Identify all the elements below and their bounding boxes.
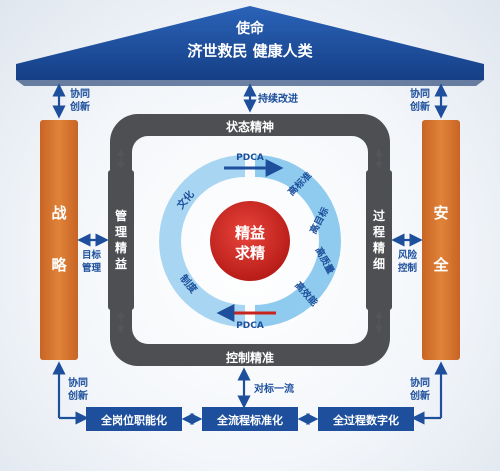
frame-left-char-4: 益 <box>115 256 127 271</box>
core-line-2: 求精 <box>235 244 265 262</box>
frame-bottom-label: 控制精准 <box>226 350 274 365</box>
roof-shape <box>16 6 484 80</box>
top-right-label-2: 创新 <box>409 100 430 113</box>
frame-left-char-3: 精 <box>115 240 127 255</box>
roof-subtitle: 济世救民 健康人类 <box>187 42 313 60</box>
right-pillar <box>422 120 460 360</box>
pdca-top-label: PDCA <box>236 153 264 163</box>
top-right-label-1: 协同 <box>410 87 430 100</box>
bottom-left-label-2: 创新 <box>67 389 88 402</box>
frame-left-block <box>108 170 134 310</box>
frame-right-char-4: 细 <box>373 256 385 271</box>
bottom-right-label-2: 创新 <box>409 389 430 402</box>
base-box-2 <box>202 407 298 431</box>
base-box-1 <box>86 407 182 431</box>
left-pillar-char-1: 战 <box>51 204 66 222</box>
left-pillar <box>40 120 78 360</box>
frame-left-char-1: 管 <box>115 208 127 223</box>
top-left-label-1: 协同 <box>70 87 90 100</box>
frame-right-char-2: 程 <box>373 224 385 239</box>
roof-title: 使命 <box>235 20 265 37</box>
base-box-3 <box>318 407 414 431</box>
left-pillar-char-2: 略 <box>51 256 67 274</box>
bottom-left-label-1: 协同 <box>68 376 88 389</box>
mid-left-label-1: 目标 <box>82 249 102 261</box>
frame-right-char-3: 精 <box>373 240 385 255</box>
right-pillar-char-2: 全 <box>432 256 449 274</box>
base-box-2-label: 全流程标准化 <box>216 413 283 427</box>
mid-right-label-2: 控制 <box>398 262 418 274</box>
frame-top-label: 状态精神 <box>226 119 274 134</box>
frame-left-char-2: 理 <box>115 225 127 239</box>
bottom-center-label: 对标一流 <box>254 382 294 395</box>
bottom-right-label-1: 协同 <box>410 376 430 389</box>
frame-right-char-1: 过 <box>373 208 385 223</box>
top-center-label: 持续改进 <box>258 92 298 105</box>
mid-right-label-1: 风险 <box>398 249 418 261</box>
top-left-label-2: 创新 <box>69 100 90 113</box>
base-box-3-label: 全过程数字化 <box>332 413 399 427</box>
core-circle <box>210 201 290 281</box>
frame-ring <box>110 114 390 366</box>
cycle-right-arc <box>255 155 341 327</box>
frame-right-block <box>366 170 392 310</box>
pdca-bottom-label: PDCA <box>236 321 264 331</box>
core-line-1: 精益 <box>235 224 265 242</box>
right-pillar-char-1: 安 <box>433 204 448 222</box>
mid-left-label-2: 管理 <box>82 262 102 274</box>
cycle-left-arc <box>159 155 245 327</box>
roof-shadow <box>16 80 484 86</box>
base-box-1-label: 全岗位职能化 <box>100 413 167 427</box>
